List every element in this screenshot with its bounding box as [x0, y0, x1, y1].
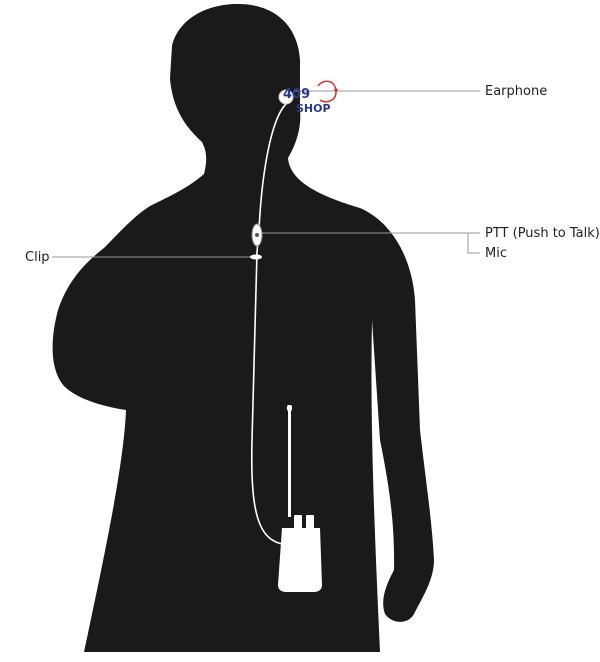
logo-word: SHOP: [296, 102, 331, 115]
person-silhouette: [52, 4, 434, 652]
radio-icon: [278, 405, 322, 592]
earphone-cable: [250, 103, 293, 546]
earphone-label: Earphone: [485, 84, 548, 99]
clip-icon: [250, 254, 262, 260]
earphone-icon: [278, 89, 294, 105]
ptt-label: PTT (Push to Talk): [485, 226, 600, 241]
mic-label: Mic: [485, 246, 507, 261]
logo-number: 409: [283, 87, 311, 102]
clip-label: Clip: [25, 250, 50, 265]
logo-swoosh: [317, 80, 337, 103]
logo-spark: [334, 88, 338, 92]
ptt-button-center: [255, 233, 259, 237]
ptt-leader-line: [262, 232, 480, 254]
